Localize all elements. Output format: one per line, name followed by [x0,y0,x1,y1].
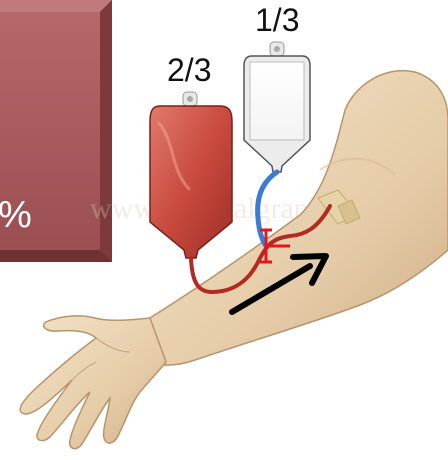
label-small-bag: 1/3 [255,4,299,36]
hand [20,316,166,449]
large-blood-bag [150,92,232,258]
label-large-bag: 2/3 [167,54,211,86]
small-plasma-bag [244,42,310,172]
